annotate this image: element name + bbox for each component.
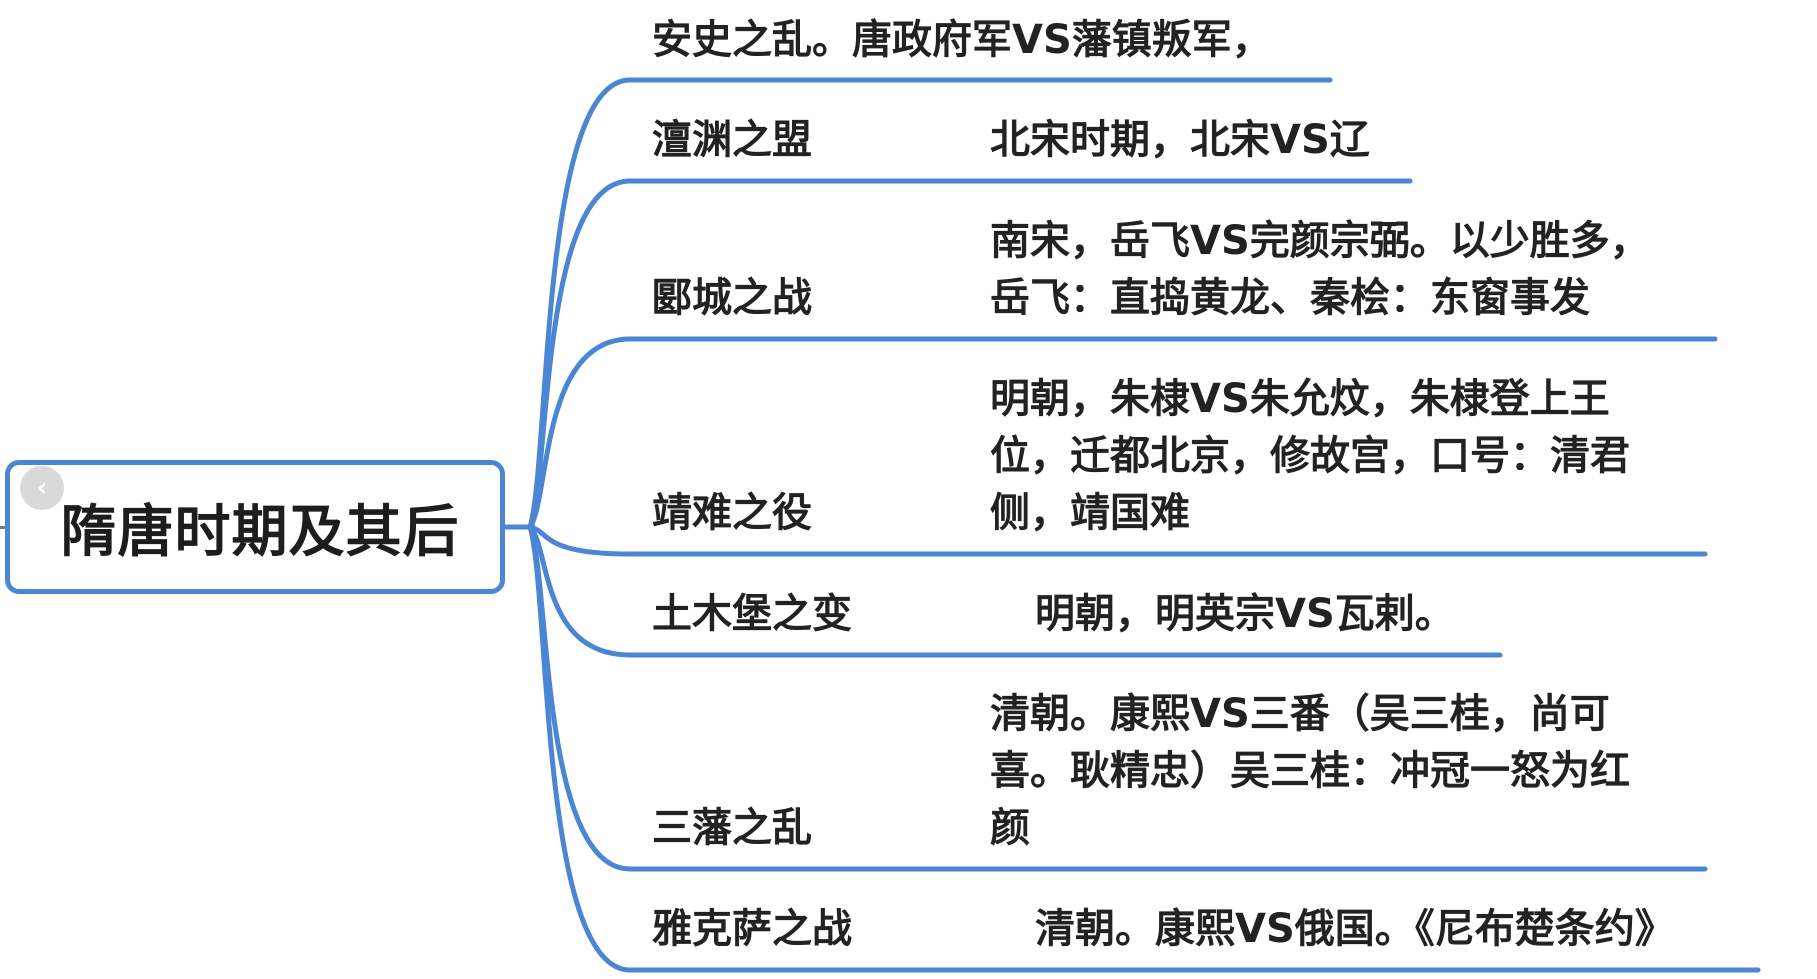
branch-desc-sanfan-line3: 颜 bbox=[990, 805, 1030, 851]
root-topic-title: 隋唐时期及其后 bbox=[60, 499, 460, 565]
branch-desc-yancheng-line2: 岳飞：直捣黄龙、秦桧：东窗事发 bbox=[990, 275, 1590, 321]
branch-label-jingnan[interactable]: 靖难之役 bbox=[652, 490, 812, 536]
branch-desc-tumubao-line1: 明朝，明英宗VS瓦剌。 bbox=[1035, 591, 1455, 637]
connector-yancheng bbox=[527, 336, 1718, 530]
branch-label-sanfan[interactable]: 三藩之乱 bbox=[652, 805, 812, 851]
branch-desc-yakesa-line1: 清朝。康熙VS俄国。《尼布楚条约》 bbox=[1035, 906, 1675, 952]
connector-jingnan bbox=[527, 524, 1708, 557]
branch-desc-sanfan-line1: 清朝。康熙VS三番（吴三桂，尚可 bbox=[990, 691, 1610, 737]
branch-label-anshi[interactable]: 安史之乱。唐政府军VS藩镇叛军， bbox=[652, 17, 1272, 63]
connector-stub bbox=[0, 526, 5, 529]
branch-label-yakesa[interactable]: 雅克萨之战 bbox=[652, 906, 852, 952]
branch-label-chanyuan[interactable]: 澶渊之盟 bbox=[652, 117, 812, 163]
branch-desc-chanyuan-line1: 北宋时期，北宋VS辽 bbox=[990, 117, 1370, 163]
branch-desc-yancheng-line1: 南宋，岳飞VS完颜宗弼。以少胜多， bbox=[990, 218, 1650, 264]
branch-desc-sanfan-line2: 喜。耿精忠）吴三桂：冲冠一怒为红 bbox=[990, 748, 1630, 794]
connector-tumubao bbox=[527, 524, 1503, 658]
root-topic[interactable]: 隋唐时期及其后 bbox=[5, 460, 505, 594]
branch-label-yancheng[interactable]: 郾城之战 bbox=[652, 275, 812, 321]
branch-desc-jingnan-line3: 侧，靖国难 bbox=[990, 490, 1190, 536]
connector-chanyuan bbox=[527, 178, 1413, 530]
connector-yakesa bbox=[527, 524, 1761, 973]
branch-label-tumubao[interactable]: 土木堡之变 bbox=[652, 591, 852, 637]
branch-desc-jingnan-line1: 明朝，朱棣VS朱允炆，朱棣登上王 bbox=[990, 376, 1610, 422]
branch-desc-jingnan-line2: 位，迁都北京，修故宫，口号：清君 bbox=[990, 433, 1630, 479]
collapse-chevron-icon[interactable]: ‹ bbox=[20, 466, 64, 510]
